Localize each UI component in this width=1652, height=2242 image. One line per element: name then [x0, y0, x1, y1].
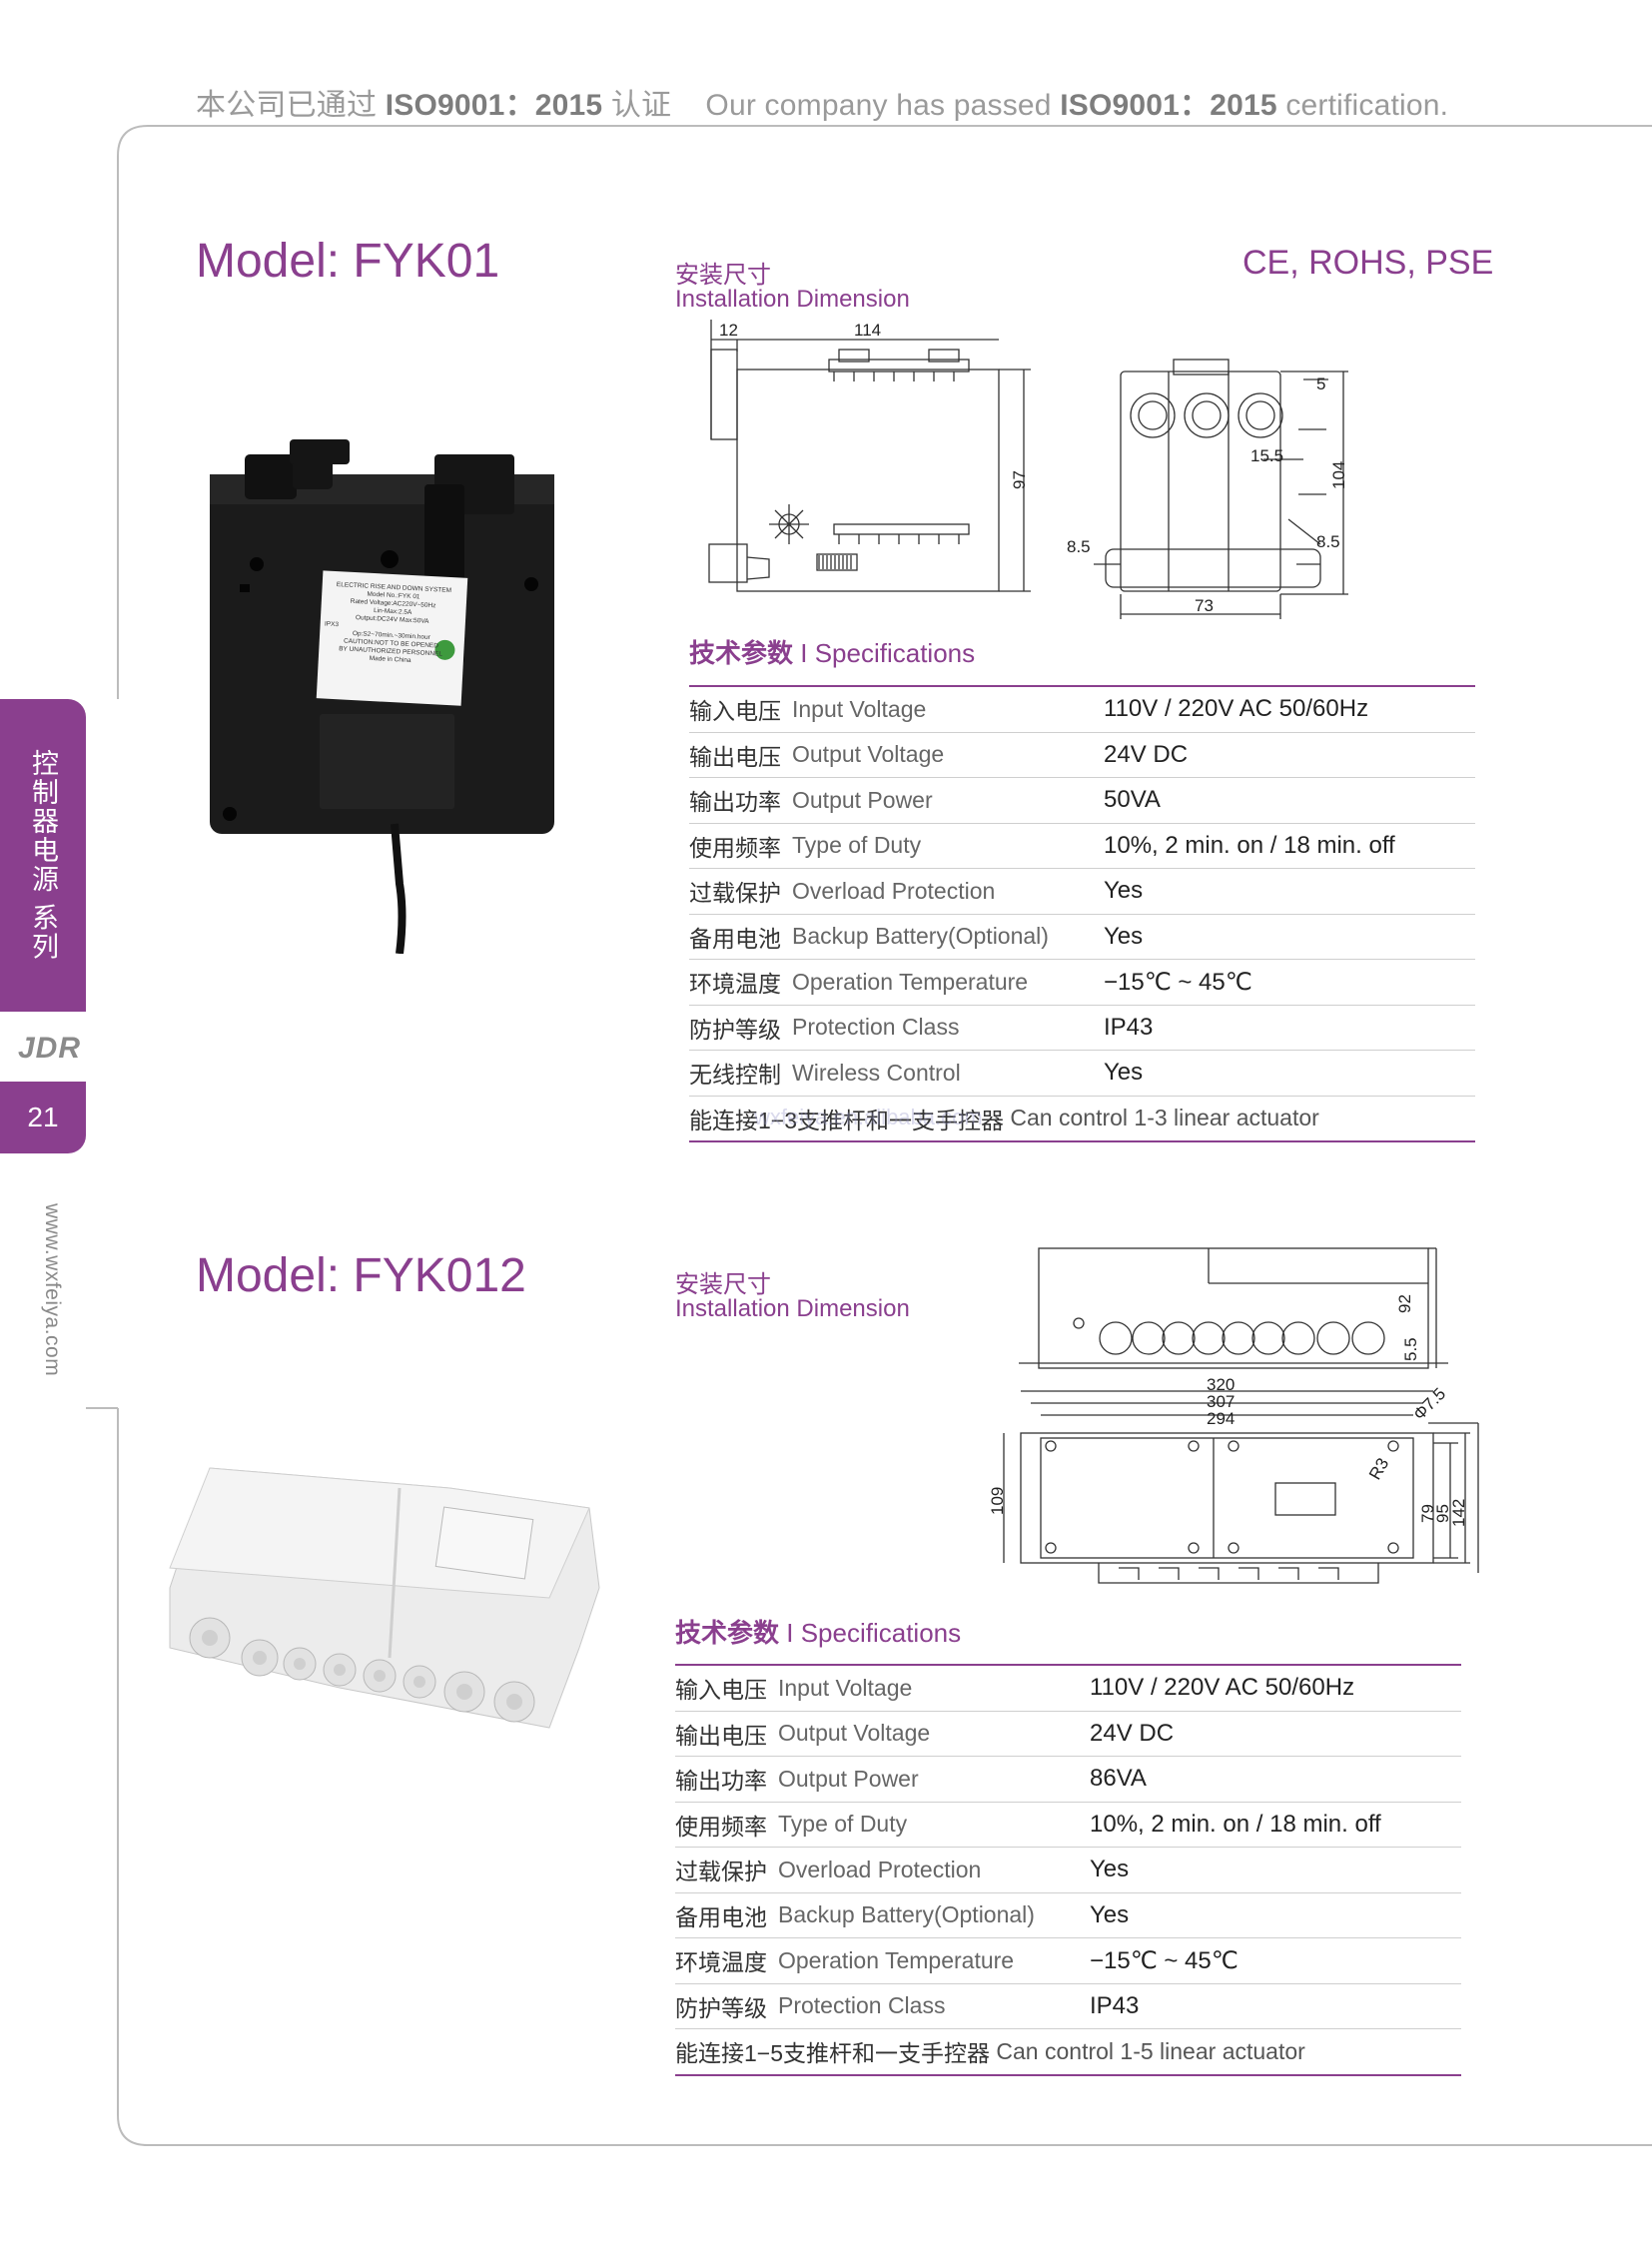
- product1-photo: [210, 439, 554, 954]
- spec-note-row: 能连接1−3支推杆和一支手控器 Can control 1-3 linear a…: [689, 1097, 1475, 1142]
- dim-5-5: 5.5: [1401, 1337, 1420, 1361]
- dim-79: 79: [1418, 1504, 1437, 1523]
- dim-95: 95: [1433, 1504, 1452, 1523]
- product1-label-text: ELECTRIC RISE AND DOWN SYSTEM Model No.:…: [324, 581, 452, 665]
- dim-73: 73: [1195, 596, 1214, 615]
- cert-en-suffix: certification.: [1285, 89, 1449, 122]
- cert-en-prefix: Our company has passed: [705, 89, 1052, 122]
- product2-model-label: Model:: [196, 1249, 341, 1302]
- dim-92: 92: [1395, 1294, 1414, 1313]
- dim-12: 12: [719, 321, 738, 340]
- dim-104: 104: [1329, 461, 1348, 489]
- cert-iso: ISO9001：2015: [385, 89, 603, 122]
- dim-320: 320: [1207, 1375, 1235, 1394]
- product1-dimension-cn: 安装尺寸: [675, 262, 771, 289]
- dim-294: 294: [1207, 1409, 1235, 1428]
- product2-model: Model: FYK012: [196, 1248, 526, 1303]
- sidebar-category: 控制器电源: [28, 749, 58, 895]
- dim-142: 142: [1449, 1499, 1468, 1527]
- product2-spec-title-cn: 技术参数: [675, 1618, 780, 1648]
- cert-cn-prefix: 本公司已通过: [196, 89, 378, 122]
- product1-dimension-drawing: 12 114 97 5 15.5 104 8.5 8.5 73: [708, 320, 1348, 619]
- product2-dimension-drawing: 92 5.5 320 307 294 Φ7.5 R3 109 79 95 142: [989, 1247, 1479, 1584]
- product2-spec-title-en: Specifications: [800, 1618, 962, 1648]
- product1-spec-title-en: Specifications: [814, 638, 976, 668]
- product2-model-name: FYK012: [353, 1249, 526, 1302]
- dim-phi-7-5: Φ7.5: [1409, 1384, 1449, 1424]
- brand-logo: JDR: [18, 1032, 82, 1065]
- product2-dimension-en: Installation Dimension: [675, 1295, 910, 1322]
- dim-5: 5: [1316, 374, 1325, 393]
- cert-en-iso: ISO9001：2015: [1060, 89, 1277, 122]
- sidebar-series: 系列: [28, 903, 58, 962]
- dim-97: 97: [1010, 470, 1029, 489]
- product2-photo: [169, 1467, 600, 1729]
- cert-cn-suffix: 认证: [610, 89, 672, 122]
- page-number: 21: [0, 1082, 86, 1153]
- sidebar-category-tab: 控制器电源 系列: [0, 699, 86, 1012]
- dim-109: 109: [989, 1487, 1007, 1515]
- spec-note-row: 能连接1−5支推杆和一支手控器 Can control 1-5 linear a…: [675, 2029, 1461, 2076]
- certification-line: 本公司已通过 ISO9001：2015 认证 Our company has p…: [196, 80, 1448, 124]
- product1-certs: CE, ROHS, PSE: [1242, 244, 1494, 282]
- watermark: wxfeiya.en.alibaba.com: [754, 1104, 983, 1129]
- dim-114: 114: [854, 321, 881, 340]
- product1-model-name: FYK01: [353, 235, 500, 288]
- website: www.wxfeiya.com: [41, 1203, 64, 1377]
- product1-dimension-en: Installation Dimension: [675, 286, 910, 313]
- product2-spec-title: 技术参数 I Specifications: [675, 1618, 962, 1648]
- product1-model: Model: FYK01: [196, 234, 499, 289]
- dim-8-5-left: 8.5: [1067, 537, 1091, 556]
- dim-8-5-right: 8.5: [1316, 532, 1340, 551]
- product1-spec-title: 技术参数 I Specifications: [689, 638, 976, 668]
- dim-307: 307: [1207, 1392, 1235, 1411]
- product1-spec-title-cn: 技术参数: [689, 638, 794, 668]
- dim-r3: R3: [1365, 1455, 1392, 1483]
- dim-15-5: 15.5: [1250, 446, 1283, 465]
- product2-dimension-cn: 安装尺寸: [675, 1271, 771, 1298]
- product1-model-label: Model:: [196, 235, 341, 288]
